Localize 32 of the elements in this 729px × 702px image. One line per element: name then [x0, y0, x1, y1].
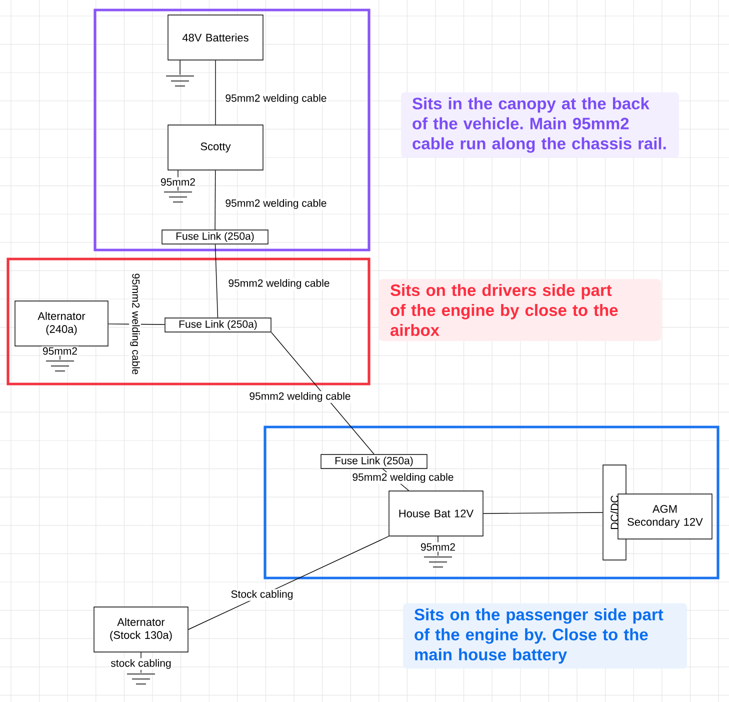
zone-frame [94, 8, 370, 252]
cable-line [215, 60, 216, 125]
edge-label: 95mm2 welding cable [351, 472, 455, 484]
component-box: Alternator (Stock 130a) [94, 606, 188, 652]
edge-label: 95mm2 welding cable [224, 198, 328, 210]
cable-line [214, 244, 218, 318]
component-box: House Bat 12V [388, 490, 484, 536]
cable-line [214, 170, 216, 230]
fuse-box: Fuse Link (250a) [162, 230, 268, 244]
component-box: 48V Batteries [168, 14, 264, 60]
ground-symbol [46, 360, 74, 372]
edge-label: stock cabling [110, 658, 172, 670]
ground-symbol [164, 192, 192, 202]
cable-line [271, 332, 374, 454]
edge-label: Stock cabling [230, 589, 294, 601]
fuse-box: Fuse Link (250a) [320, 454, 428, 469]
cable-line [483, 512, 603, 514]
zone-frame [6, 258, 370, 386]
ground-symbol [166, 76, 194, 86]
component-box: AGM Secondary 12V [618, 494, 712, 540]
edge-label: 95mm2 welding cable [248, 391, 352, 403]
note-card: Sits in the canopy at the back of the vehicle. Main 95mm2 cable run along the chassis rail. [401, 92, 679, 158]
edge-label: 95mm2 welding cable [129, 272, 141, 376]
edge-label: 95mm2 welding cable [224, 93, 328, 105]
note-card: Sits on the drivers side part of the engine by close to the airbox [379, 278, 661, 342]
ground-symbol [424, 556, 452, 568]
ground-symbol [126, 674, 156, 684]
edge-label: 95mm2 welding cable [227, 278, 331, 290]
component-box: Scotty [168, 124, 264, 170]
note-card: Sits on the passenger side part of the engine by. Close to the main house battery [403, 603, 687, 669]
zone-frame [264, 426, 720, 580]
fuse-box: Fuse Link (250a) [164, 318, 272, 332]
